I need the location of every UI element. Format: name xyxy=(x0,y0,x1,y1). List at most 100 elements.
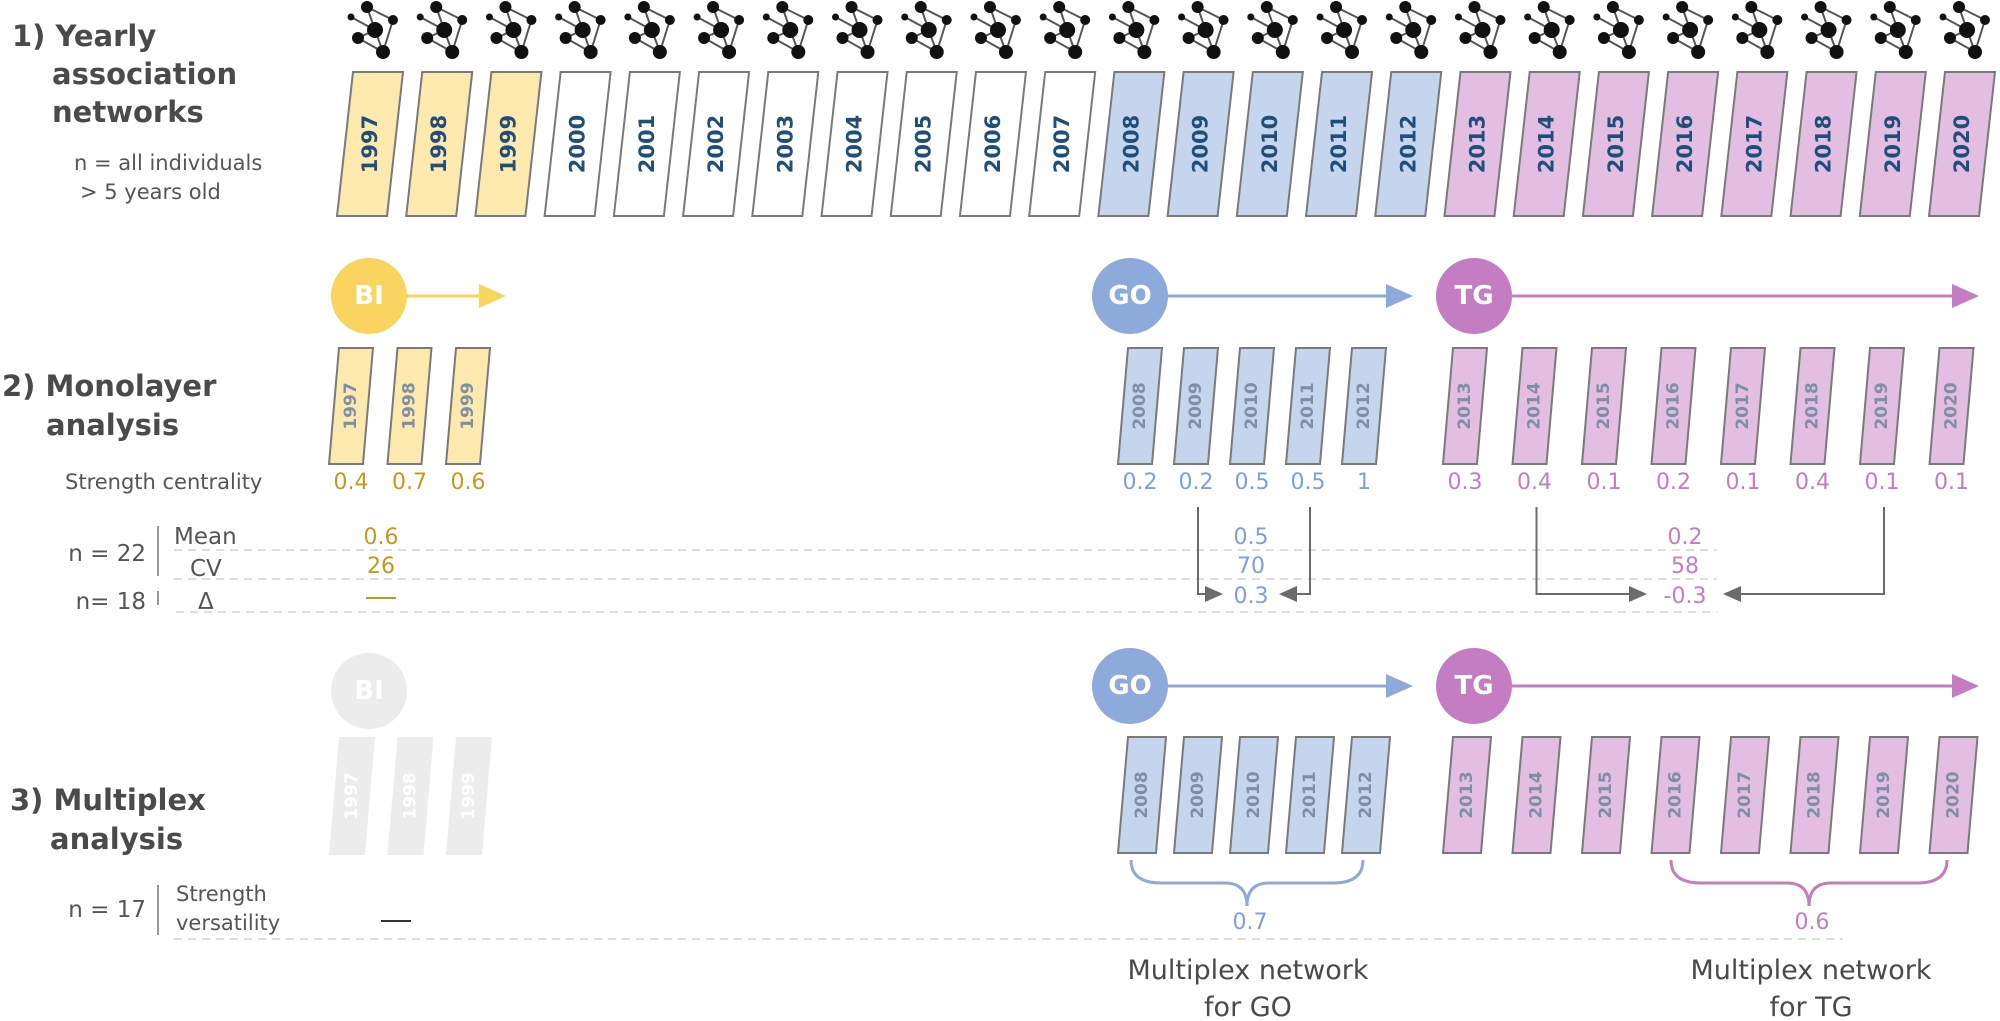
network-node xyxy=(1612,22,1629,38)
year-label: 2016 xyxy=(1666,771,1686,818)
year-box-shape xyxy=(1166,71,1235,217)
multiplex-year-box: 2010 xyxy=(1228,736,1280,854)
group-badge xyxy=(1436,258,1512,334)
monolayer-year-box: 2020 xyxy=(1928,347,1975,465)
network-icon xyxy=(1454,1,1506,59)
year-box-shape xyxy=(1789,736,1840,854)
year-label: 2000 xyxy=(566,115,590,173)
year-box-shape xyxy=(1580,347,1628,465)
year-label: 1998 xyxy=(427,115,451,173)
year-label: 1997 xyxy=(341,382,361,429)
network-node xyxy=(376,45,390,59)
network-node xyxy=(347,13,355,21)
yearly-network-box: 2008 xyxy=(1097,71,1166,217)
multiplex-brace xyxy=(1129,859,1365,907)
network-node xyxy=(1330,1,1343,13)
section1-title: 1) Yearly association networks xyxy=(12,19,237,129)
year-label: 2007 xyxy=(1050,115,1074,173)
network-node xyxy=(1287,15,1298,25)
multiplex-caption: for GO xyxy=(1204,992,1292,1021)
monolayer-year-box: 2012 xyxy=(1340,347,1388,465)
n-multiplex-label: n = 17 xyxy=(68,897,146,923)
network-icon xyxy=(693,1,745,59)
network-node xyxy=(872,15,883,25)
section2-title-line: 2) Monolayer xyxy=(2,369,217,403)
year-box-shape xyxy=(1116,736,1168,854)
network-node xyxy=(1483,45,1498,59)
network-icon xyxy=(1662,1,1714,59)
year-label: 1997 xyxy=(342,772,362,819)
yearly-network-box: 2014 xyxy=(1512,71,1581,217)
year-label: 1998 xyxy=(401,772,421,819)
yearly-network-box: 2000 xyxy=(543,71,612,217)
delta-arrow-left xyxy=(1535,507,1647,602)
network-icon xyxy=(762,1,814,59)
network-node xyxy=(1870,13,1878,21)
network-node xyxy=(998,45,1013,59)
network-node xyxy=(1953,1,1965,13)
year-box-shape xyxy=(1789,71,1858,217)
network-node xyxy=(1080,15,1091,25)
stats-gridlines xyxy=(174,549,1717,613)
year-label: 2020 xyxy=(1942,382,1962,429)
network-node xyxy=(1691,45,1706,59)
multiplex-year-box-disabled: 1998 xyxy=(387,737,434,855)
network-node xyxy=(352,32,364,44)
year-box-shape xyxy=(1116,347,1164,465)
yearly-network-box: 2010 xyxy=(1235,71,1304,217)
network-icon xyxy=(901,1,952,59)
network-node xyxy=(1667,32,1680,44)
section2-title-line: analysis xyxy=(46,408,179,442)
multiplex-caption: Multiplex network xyxy=(1128,955,1369,986)
delta-label: Δ xyxy=(198,589,214,615)
year-box-shape xyxy=(1720,71,1789,217)
year-box-shape xyxy=(1512,71,1581,217)
strength-value: 0.6 xyxy=(451,470,486,495)
strength-value: 0.1 xyxy=(1865,470,1900,495)
delta-value: -0.3 xyxy=(1664,584,1707,609)
network-node xyxy=(1266,22,1283,38)
network-node xyxy=(1682,22,1699,38)
section1-title-line: association xyxy=(52,57,237,91)
year-label: 2012 xyxy=(1396,115,1420,173)
year-box-shape xyxy=(1580,736,1632,854)
year-label: 2017 xyxy=(1733,382,1753,429)
network-node xyxy=(1010,15,1021,25)
year-box-shape xyxy=(1511,347,1558,465)
network-node xyxy=(436,22,453,38)
mean-label: Mean xyxy=(174,524,237,550)
year-label: 2017 xyxy=(1742,115,1766,173)
monolayer-year-box: 2008 xyxy=(1116,347,1164,465)
delta-arrow-left xyxy=(1197,507,1223,602)
network-node xyxy=(1883,1,1896,13)
monolayer-group-go: GO20080.220090.220100.520110.5201210.570… xyxy=(1092,258,1413,609)
network-node xyxy=(1495,15,1506,25)
network-node xyxy=(490,32,503,44)
multiplex-caption: Multiplex network xyxy=(1691,955,1932,986)
year-label: 2014 xyxy=(1535,115,1559,173)
multiplex-year-box-disabled: 1999 xyxy=(446,737,492,855)
network-node xyxy=(595,15,606,25)
year-box-shape xyxy=(1097,71,1166,217)
group-badge-label: TG xyxy=(1454,281,1493,311)
network-node xyxy=(1345,45,1360,59)
network-icon xyxy=(485,1,537,59)
network-node xyxy=(1059,22,1076,38)
year-box-shape xyxy=(1228,736,1280,854)
year-box-shape xyxy=(820,71,889,217)
group-badge-disabled xyxy=(331,653,407,729)
network-node xyxy=(1662,13,1670,21)
network-node xyxy=(1801,13,1809,21)
yearly-network-box: 2020 xyxy=(1927,71,1997,217)
versatility-value: 0.6 xyxy=(1795,910,1830,935)
year-box-shape xyxy=(1650,736,1701,854)
multiplex-year-box: 2020 xyxy=(1928,736,1979,854)
network-node xyxy=(1939,13,1947,21)
year-label: 2019 xyxy=(1872,382,1892,429)
year-box-shape xyxy=(612,71,681,217)
network-node xyxy=(1260,1,1273,13)
